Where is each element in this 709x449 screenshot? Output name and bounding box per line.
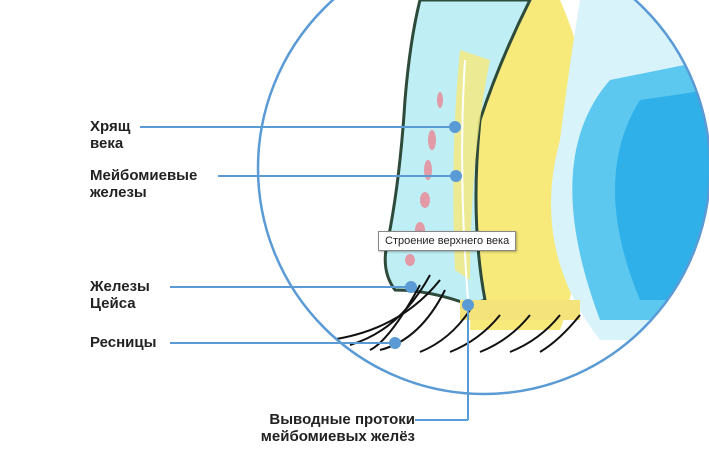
label-eyelashes: Ресницы <box>90 334 157 351</box>
duct <box>461 59 469 301</box>
leader-lines <box>140 121 474 421</box>
lash-base <box>460 300 580 320</box>
magnifier-circle <box>256 0 709 396</box>
tooltip-title: Строение верхнего века <box>378 231 517 251</box>
lens <box>615 90 709 300</box>
eyelashes <box>329 274 581 353</box>
